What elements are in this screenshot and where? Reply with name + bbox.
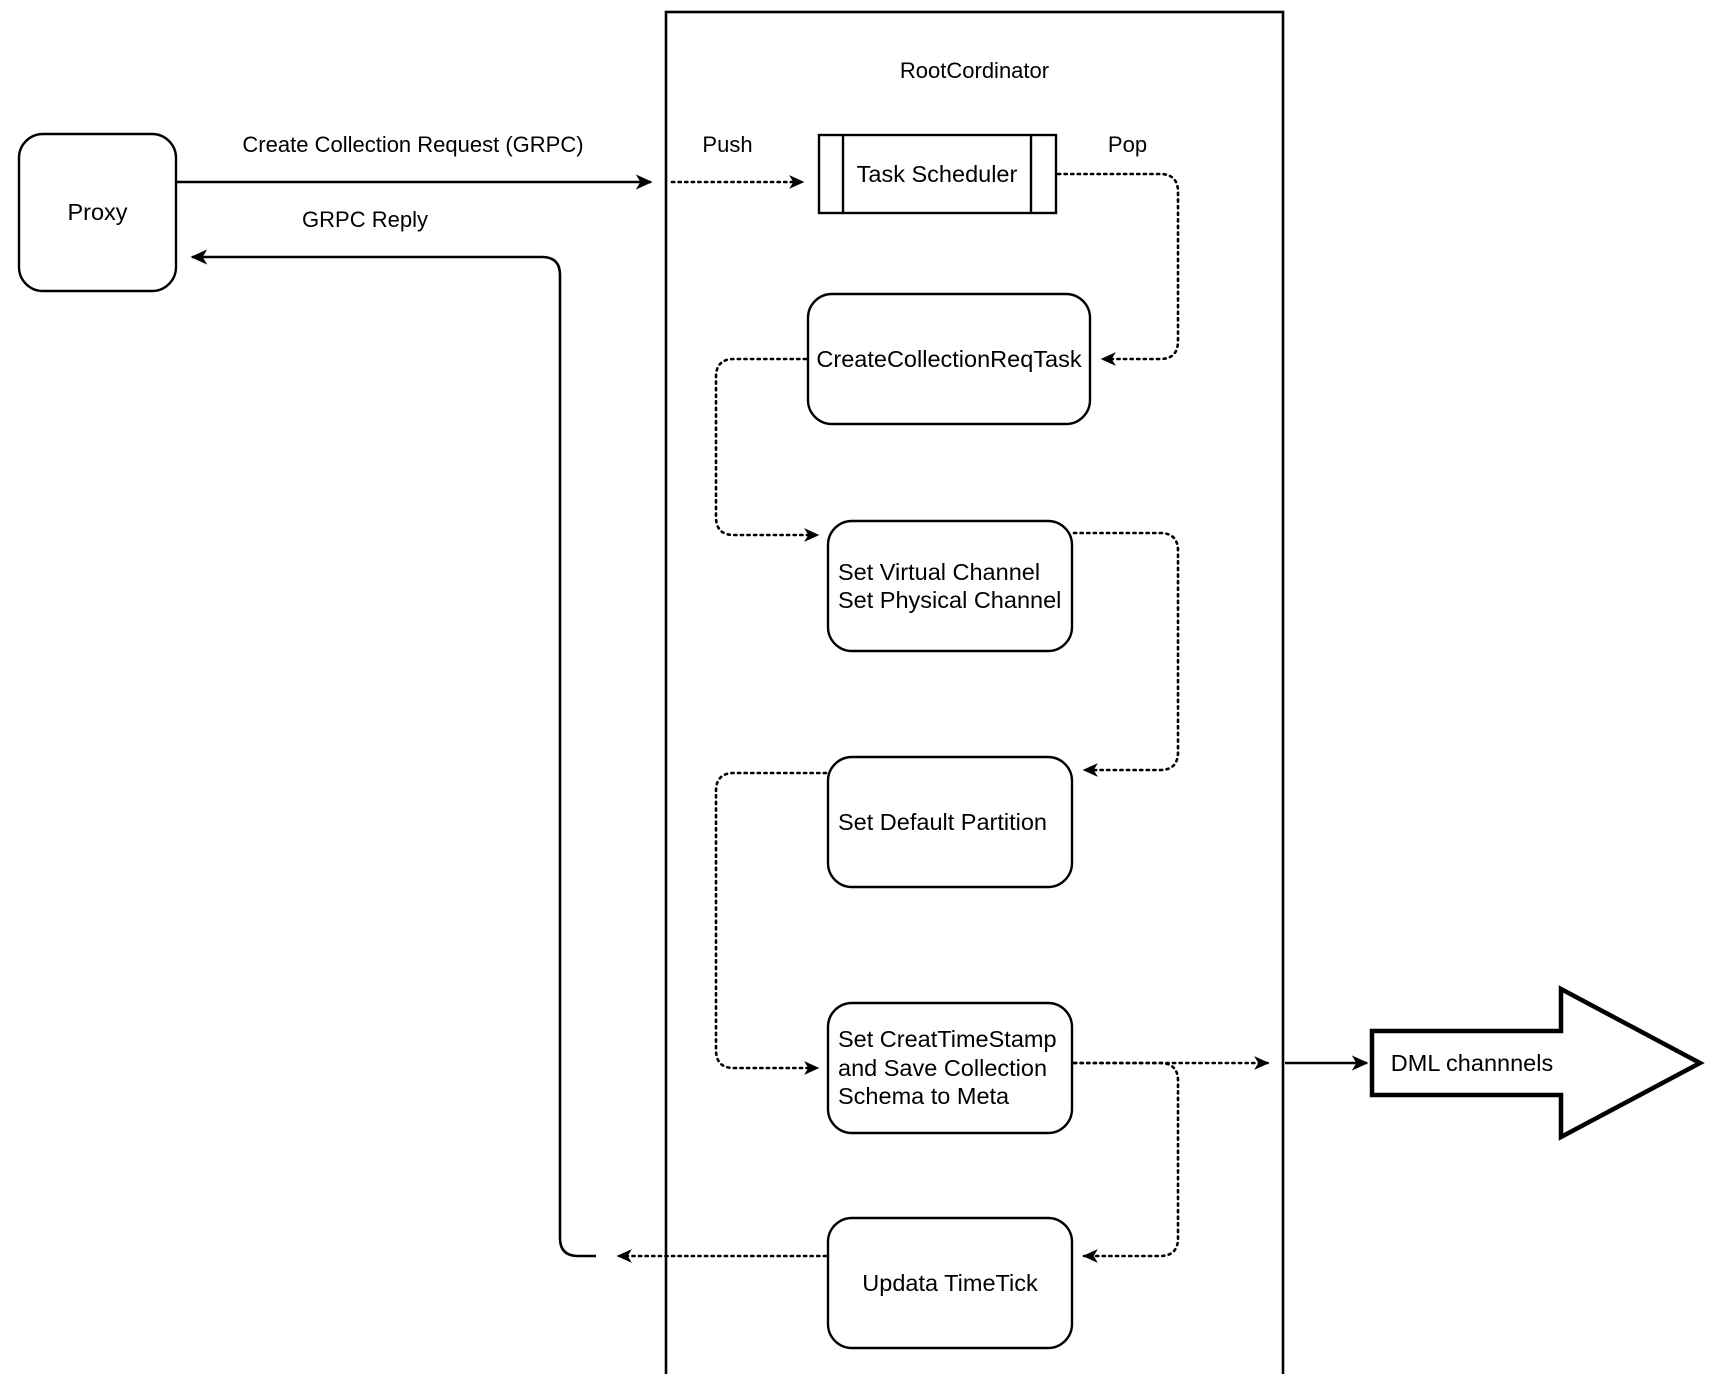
- node-set-default-partition-label: Set Default Partition: [838, 808, 1047, 835]
- node-updata-timetick[interactable]: [826, 1216, 1074, 1350]
- node-task-scheduler[interactable]: [817, 133, 1058, 215]
- edge-set-channel-to-default-partition: [1072, 531, 1180, 777]
- node-set-default-partition[interactable]: [826, 755, 1074, 889]
- node-updata-timetick-label: Updata TimeTick: [862, 1269, 1038, 1296]
- node-dml-channels[interactable]: [1369, 985, 1705, 1141]
- edge-grpc-reply: [190, 249, 596, 1258]
- rootcoordinator-container: [664, 10, 1285, 1374]
- node-proxy[interactable]: [17, 132, 178, 293]
- edge-pop: [1056, 172, 1180, 366]
- edge-timestamp-to-timetick: [1072, 1061, 1180, 1263]
- node-proxy-label: Proxy: [67, 199, 128, 226]
- node-dml-channels-label: DML channnels: [1390, 1049, 1554, 1076]
- node-task-scheduler-label: Task Scheduler: [856, 160, 1018, 187]
- edge-task-to-set-channel: [714, 357, 820, 542]
- node-set-creat-timestamp[interactable]: [826, 1001, 1074, 1135]
- edge-default-partition-to-timestamp: [714, 771, 828, 1075]
- node-set-virtual-physical-channel-label: Set Virtual Channel Set Physical Channel: [838, 558, 1062, 614]
- node-set-virtual-physical-channel[interactable]: [826, 519, 1074, 653]
- node-set-creat-timestamp-label: Set CreatTimeStamp and Save Collection S…: [838, 1026, 1057, 1110]
- node-create-collection-req-task-label: CreateCollectionReqTask: [816, 345, 1082, 372]
- node-create-collection-req-task[interactable]: [806, 292, 1092, 426]
